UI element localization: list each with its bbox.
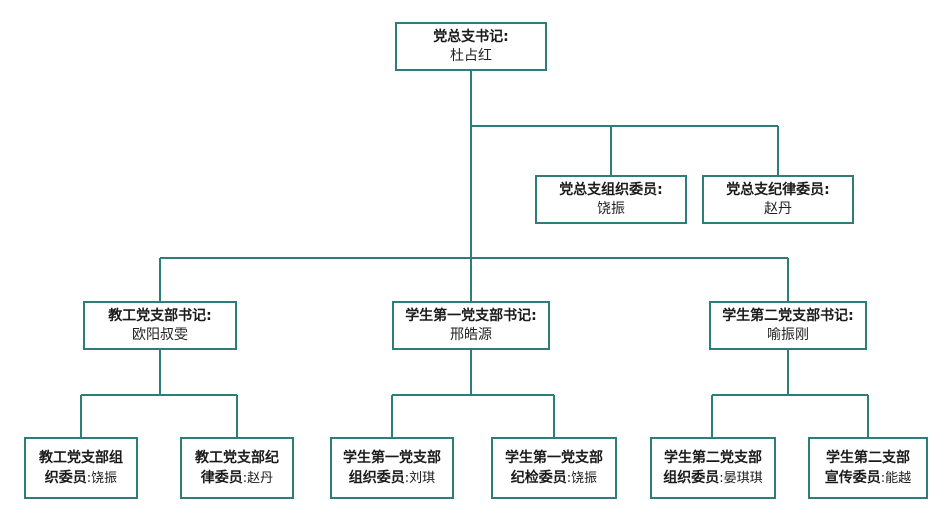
member-node: 学生第二党支部 组织委员:晏琪琪: [650, 437, 776, 499]
branch-name: 邢皓源: [450, 326, 492, 343]
branch-node-student-1: 学生第一党支部书记: 邢皓源: [392, 301, 550, 350]
member-role: 组织委员: [348, 469, 405, 486]
branch-node-student-2: 学生第二党支部书记: 喻振刚: [709, 301, 867, 350]
committee-name: 赵丹: [764, 200, 792, 217]
member-name: :晏琪琪: [719, 470, 763, 486]
branch-name: 喻振刚: [767, 326, 809, 343]
root-name: 杜占红: [450, 47, 492, 64]
member-name: :饶振: [566, 470, 598, 486]
branch-name: 欧阳叔雯: [132, 326, 188, 343]
member-node: 教工党支部纪 律委员:赵丹: [180, 437, 294, 499]
member-role: 宣传委员: [824, 469, 881, 486]
member-line1: 学生第二党支部: [664, 449, 762, 466]
member-name: :赵丹: [242, 470, 274, 486]
member-line1: 学生第二支部: [826, 449, 910, 466]
committee-node-organization: 党总支组织委员: 饶振: [535, 175, 687, 224]
member-line1: 教工党支部组: [39, 449, 123, 466]
root-title: 党总支书记:: [433, 28, 509, 45]
branch-node-staff: 教工党支部书记: 欧阳叔雯: [83, 301, 237, 350]
member-name: :刘琪: [404, 470, 436, 486]
member-role: 组织委员: [663, 469, 720, 486]
committee-name: 饶振: [597, 200, 625, 217]
member-line1: 教工党支部纪: [195, 449, 279, 466]
committee-node-discipline: 党总支纪律委员: 赵丹: [702, 175, 854, 224]
member-role: 织委员: [44, 469, 87, 486]
member-line1: 学生第一党支部: [343, 449, 441, 466]
member-line1: 学生第一党支部: [505, 449, 603, 466]
branch-title: 学生第一党支部书记:: [405, 307, 537, 324]
member-node: 学生第一党支部 纪检委员:饶振: [491, 437, 617, 499]
branch-title: 学生第二党支部书记:: [722, 307, 854, 324]
member-node: 学生第一党支部 组织委员:刘琪: [330, 437, 454, 499]
member-role: 纪检委员: [510, 469, 567, 486]
committee-title: 党总支组织委员:: [559, 181, 663, 198]
branch-title: 教工党支部书记:: [108, 307, 212, 324]
member-name: :饶振: [86, 470, 118, 486]
committee-title: 党总支纪律委员:: [726, 181, 830, 198]
root-node: 党总支书记: 杜占红: [395, 22, 547, 71]
member-name: :能越: [880, 470, 912, 486]
member-node: 教工党支部组 织委员:饶振: [24, 437, 138, 499]
member-node: 学生第二支部 宣传委员:能越: [808, 437, 928, 499]
member-role: 律委员: [200, 469, 243, 486]
